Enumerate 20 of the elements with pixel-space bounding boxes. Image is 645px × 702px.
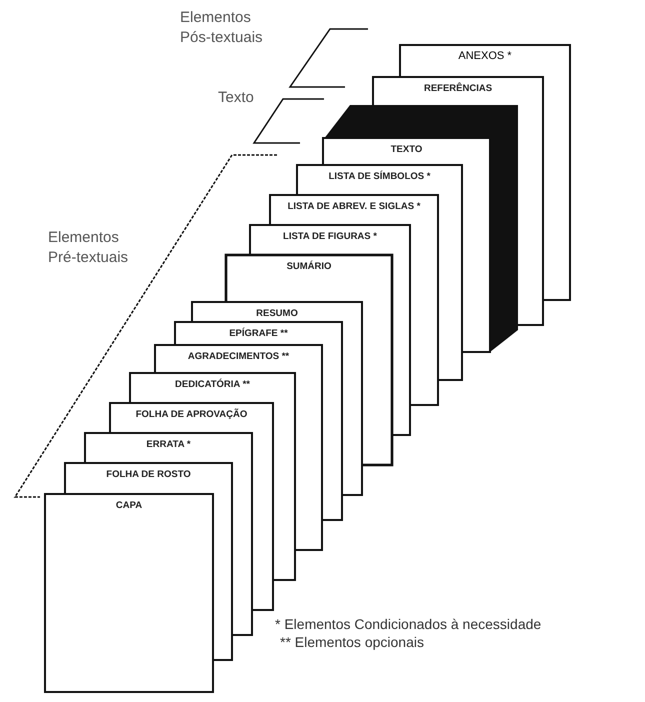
page-title: DEDICATÓRIA ** [175,379,250,390]
page-title: FOLHA DE ROSTO [106,469,191,480]
page-title: AGRADECIMENTOS ** [188,351,290,362]
page-title: LISTA DE FIGURAS * [283,231,377,242]
footnote: ** Elementos opcionais [280,634,424,650]
page-title: CAPA [116,500,142,511]
page-title: RESUMO [256,308,298,319]
page-title: EPÍGRAFE ** [229,328,288,339]
page-title: ANEXOS * [458,51,512,62]
footnote: * Elementos Condicionados à necessidade [275,616,542,632]
bracket-label: Elementos Pré-textuais [48,228,130,268]
bracket-label: Elementos Pós-textuais [180,8,264,48]
page-title: REFERÊNCIAS [424,83,492,94]
bracket-label: Texto [218,88,255,108]
page-title: ERRATA * [146,439,191,450]
page-title: LISTA DE SÍMBOLOS * [328,171,430,182]
page-title: TEXTO [390,144,422,155]
page-title: SUMÁRIO [286,261,332,272]
page-title: FOLHA DE APROVAÇÃO [136,409,248,420]
page-title: LISTA DE ABREV. E SIGLAS * [288,201,420,212]
